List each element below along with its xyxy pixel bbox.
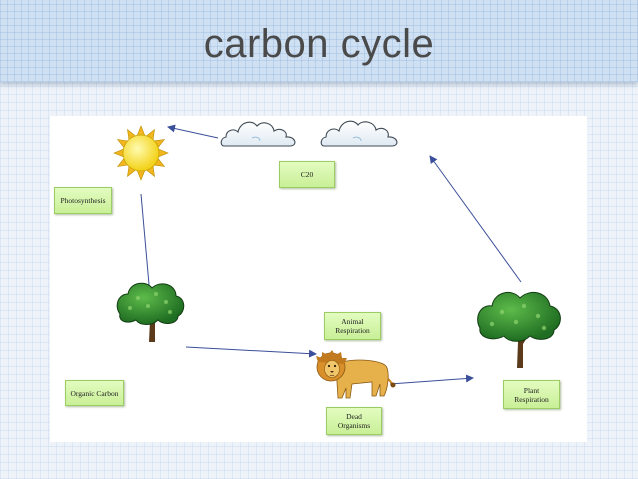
node-organic-carbon: Organic Carbon (65, 380, 124, 406)
node-plant-respiration-label: Plant Respiration (514, 385, 549, 404)
lion-icon (316, 350, 396, 399)
node-photosynthesis: Photosynthesis (54, 187, 112, 214)
node-plant-respiration: Plant Respiration (503, 380, 560, 409)
cloud-icon (320, 120, 398, 147)
slide-title: carbon cycle (203, 22, 435, 66)
carbon-cycle-diagram: C20 Photosynthesis Animal Respiration Or… (50, 116, 587, 442)
arrow-plant-to-clouds (429, 155, 522, 283)
node-dead-organisms-label: Dead Organisms (337, 412, 371, 430)
tree-icon (116, 282, 185, 342)
arrow-lion-to-plant (389, 374, 474, 385)
node-c20-label: C20 (300, 170, 314, 179)
node-c20: C20 (279, 161, 335, 188)
diagram-graphics (113, 120, 561, 399)
title-bar: carbon cycle (0, 0, 638, 82)
node-organic-carbon-label: Organic Carbon (70, 388, 119, 398)
tree-icon (477, 291, 561, 368)
node-dead-organisms: Dead Organisms (326, 407, 382, 435)
arrow-clouds-to-sun (167, 124, 219, 139)
node-animal-respiration: Animal Respiration (324, 312, 381, 340)
sun-icon (113, 125, 169, 181)
cloud-icon (220, 121, 296, 147)
arrow-tree-to-lion (185, 346, 317, 358)
node-photosynthesis-label: Photosynthesis (60, 196, 106, 205)
node-animal-respiration-label: Animal Respiration (335, 317, 370, 335)
